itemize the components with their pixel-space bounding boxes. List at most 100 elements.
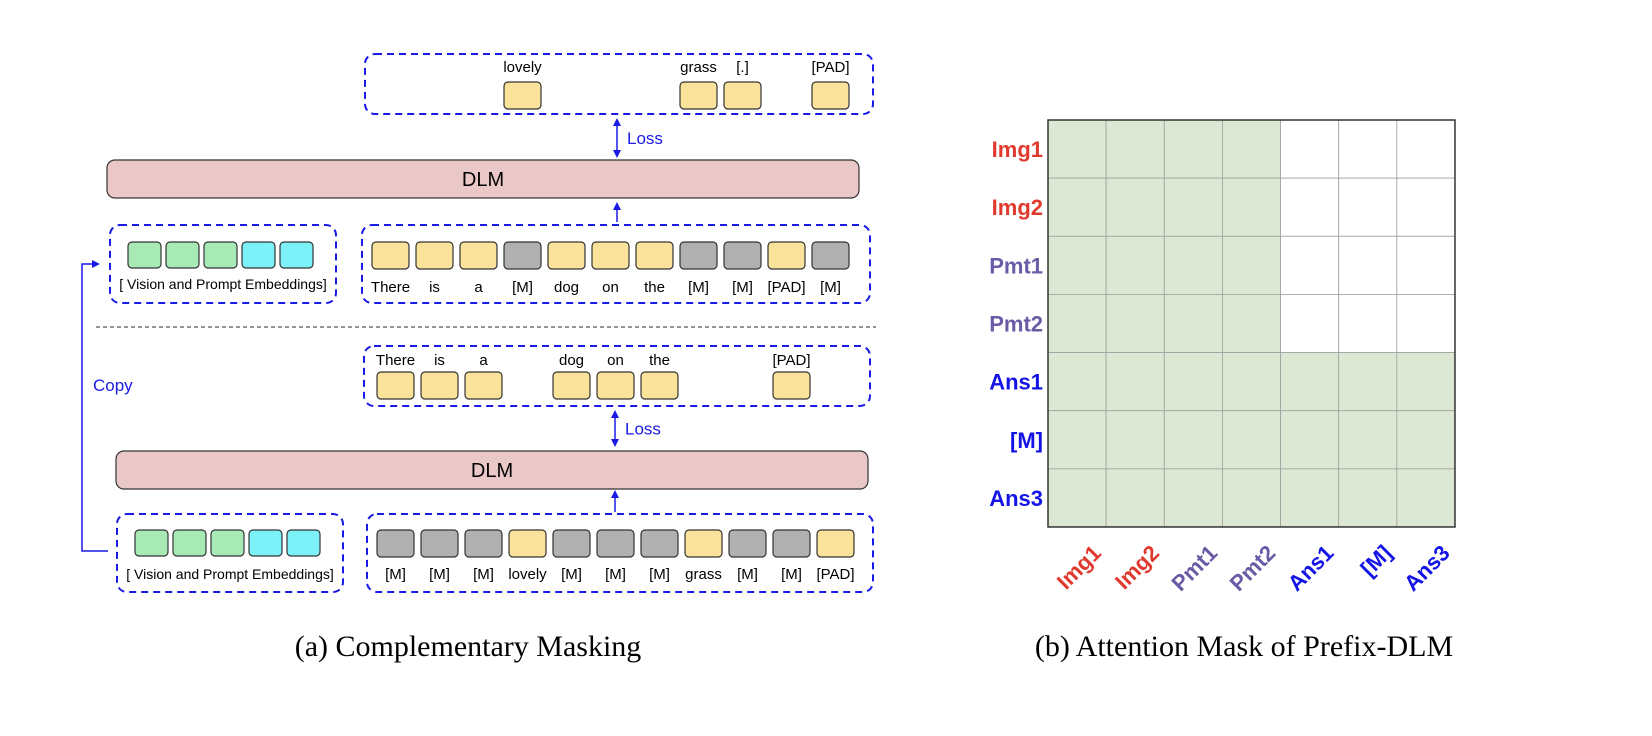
attention-cell-attend <box>1163 352 1223 412</box>
attention-cell-attend <box>1047 352 1107 412</box>
attention-cell-attend <box>1163 177 1223 237</box>
bottom-prefix-embedding-cyan <box>286 529 321 557</box>
bottom-input-token-label: [M] <box>605 566 626 583</box>
top-prefix-embedding-cyan <box>241 241 276 269</box>
attention-cell-attend <box>1280 468 1340 528</box>
bottom-input-token <box>508 529 547 558</box>
attention-cell-attend <box>1280 352 1340 412</box>
top-masked-token <box>503 241 542 270</box>
top-input-token-label: [PAD] <box>767 279 805 296</box>
bottom-output-token <box>420 371 459 400</box>
attention-cell-attend <box>1105 468 1165 528</box>
attention-cell-blocked <box>1280 119 1340 179</box>
attention-cell-attend <box>1222 235 1281 295</box>
bottom-output-token <box>640 371 679 400</box>
bottom-output-token-label: on <box>607 352 624 369</box>
attention-cell-attend <box>1338 352 1398 412</box>
attention-cell-attend <box>1047 468 1107 528</box>
caption-a: (a) Complementary Masking <box>295 630 642 663</box>
column-label: [M] <box>1356 540 1397 581</box>
bottom-input-token-label: [M] <box>385 566 406 583</box>
bottom-prefix-box <box>116 513 344 593</box>
attention-cell-blocked <box>1280 235 1340 295</box>
bottom-masked-token <box>420 529 459 558</box>
attention-cell-attend <box>1105 410 1165 470</box>
top-input-arrowhead <box>613 202 621 210</box>
attention-cell-attend <box>1047 177 1107 237</box>
attention-cell-blocked <box>1280 177 1340 237</box>
attention-cell-attend <box>1222 177 1281 237</box>
top-input-box <box>361 224 871 304</box>
bottom-input-token-label: grass <box>685 566 722 583</box>
attention-cell-attend <box>1105 177 1165 237</box>
row-label: Pmt2 <box>989 311 1043 336</box>
top-input-token-label: a <box>474 279 483 296</box>
bottom-prefix-embedding-cyan <box>248 529 283 557</box>
bottom-output-token <box>596 371 635 400</box>
attention-cell-attend <box>1222 294 1281 353</box>
column-label: Pmt1 <box>1166 540 1222 596</box>
column-label: Ans1 <box>1283 540 1339 596</box>
attention-cell-attend <box>1222 468 1281 528</box>
attention-cell-blocked <box>1280 294 1340 353</box>
bottom-input-token-label: lovely <box>508 566 547 583</box>
attention-cell-attend <box>1222 410 1281 470</box>
top-input-token <box>415 241 454 270</box>
row-label: Ans3 <box>989 486 1043 511</box>
bottom-input-arrowhead <box>611 490 619 498</box>
top-input-token-label: [M] <box>732 279 753 296</box>
attention-cell-attend <box>1105 235 1165 295</box>
top-input-token-label: is <box>429 279 440 296</box>
top-input-token <box>547 241 586 270</box>
bottom-output-token-label: dog <box>559 352 584 369</box>
attention-cell-blocked <box>1338 294 1398 353</box>
bottom-prefix-embedding-green <box>134 529 169 557</box>
top-output-token <box>723 81 762 110</box>
attention-cell-attend <box>1047 235 1107 295</box>
attention-cell-attend <box>1163 119 1223 179</box>
bottom-input-box <box>366 513 874 593</box>
top-prefix-embedding-green <box>203 241 238 269</box>
attention-cell-blocked <box>1338 177 1398 237</box>
column-label: Img2 <box>1110 540 1164 594</box>
attention-cell-attend <box>1338 410 1398 470</box>
attention-grid-border <box>1047 119 1456 528</box>
attention-cell-attend <box>1105 119 1165 179</box>
attention-cell-attend <box>1163 294 1223 353</box>
bottom-masked-token <box>464 529 503 558</box>
bottom-masked-token <box>596 529 635 558</box>
attention-cell-attend <box>1338 468 1398 528</box>
bottom-output-token-label: a <box>479 352 488 369</box>
top-output-token-label: [.] <box>736 59 749 76</box>
attention-cell-attend <box>1047 294 1107 353</box>
attention-cell-attend <box>1105 352 1165 412</box>
top-dlm-label: DLM <box>462 169 504 191</box>
top-input-token <box>767 241 806 270</box>
bottom-prefix-label: [ Vision and Prompt Embeddings] <box>126 566 334 582</box>
attention-cell-blocked <box>1338 235 1398 295</box>
top-prefix-label: [ Vision and Prompt Embeddings] <box>119 276 327 292</box>
attention-cell-attend <box>1105 294 1165 353</box>
bottom-output-token-label: [PAD] <box>772 352 810 369</box>
top-input-token-label: on <box>602 279 619 296</box>
top-loss-arrowhead-down <box>613 150 621 158</box>
attention-cell-blocked <box>1396 119 1456 179</box>
top-output-box <box>364 53 874 115</box>
bottom-output-token-label: the <box>649 352 670 369</box>
bottom-masked-token <box>552 529 591 558</box>
top-prefix-embedding-cyan <box>279 241 314 269</box>
top-input-token-label: There <box>371 279 410 296</box>
bottom-input-token-label: [M] <box>473 566 494 583</box>
bottom-prefix-embedding-green <box>210 529 245 557</box>
attention-cell-blocked <box>1396 177 1456 237</box>
attention-cell-attend <box>1047 119 1107 179</box>
attention-cell-attend <box>1047 410 1107 470</box>
top-input-token <box>459 241 498 270</box>
bottom-input-token-label: [M] <box>781 566 802 583</box>
copy-connector <box>81 263 108 552</box>
bottom-prefix-embedding-green <box>172 529 207 557</box>
bottom-input-token-label: [M] <box>429 566 450 583</box>
caption-b: (b) Attention Mask of Prefix-DLM <box>1035 630 1453 663</box>
top-input-token-label: dog <box>554 279 579 296</box>
